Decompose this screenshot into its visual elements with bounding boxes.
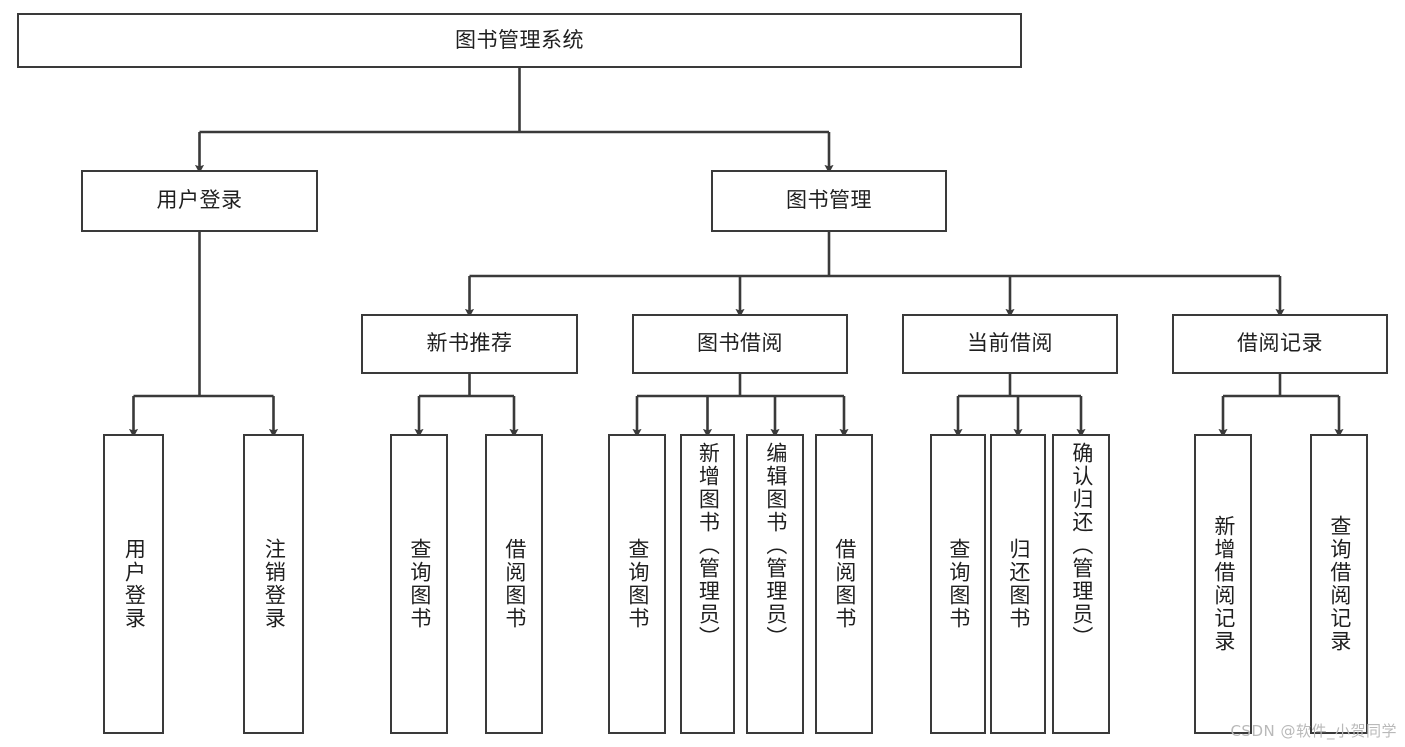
node-label-borrow-record: 借阅记录 — [1237, 331, 1323, 356]
node-leaf-add-borrow-record[interactable]: 新增借阅记录 — [1194, 434, 1252, 734]
node-label-current-borrow: 当前借阅 — [967, 331, 1053, 356]
node-leaf-confirm-return-admin[interactable]: 确认归还（管理员） — [1052, 434, 1110, 734]
node-label-leaf-borrow-book: 借阅图书 — [832, 538, 857, 630]
node-leaf-add-book-admin[interactable]: 新增图书（管理员） — [680, 434, 735, 734]
node-label-leaf-query-book-borrow: 查询图书 — [625, 538, 650, 630]
node-current-borrow[interactable]: 当前借阅 — [902, 314, 1118, 374]
node-label-leaf-query-book-current: 查询图书 — [946, 538, 971, 630]
node-label-leaf-logout-login: 注销登录 — [262, 538, 287, 630]
node-leaf-query-borrow-record[interactable]: 查询借阅记录 — [1310, 434, 1368, 734]
node-label-book-borrow: 图书借阅 — [697, 331, 783, 356]
node-borrow-record[interactable]: 借阅记录 — [1172, 314, 1388, 374]
node-label-new-book-recommend: 新书推荐 — [426, 331, 513, 356]
node-new-book-recommend[interactable]: 新书推荐 — [361, 314, 578, 374]
node-book-management[interactable]: 图书管理 — [711, 170, 947, 232]
node-label-leaf-query-book-recommend: 查询图书 — [407, 538, 432, 630]
node-label-leaf-return-book: 归还图书 — [1006, 538, 1031, 630]
node-leaf-query-book-borrow[interactable]: 查询图书 — [608, 434, 666, 734]
node-label-leaf-user-login: 用户登录 — [122, 538, 147, 630]
node-label-leaf-edit-book-admin: 编辑图书（管理员） — [763, 442, 788, 649]
node-label-root: 图书管理系统 — [455, 27, 584, 52]
node-label-leaf-query-borrow-record: 查询借阅记录 — [1327, 515, 1352, 653]
node-leaf-query-book-recommend[interactable]: 查询图书 — [390, 434, 448, 734]
node-leaf-logout-login[interactable]: 注销登录 — [243, 434, 304, 734]
node-label-leaf-add-book-admin: 新增图书（管理员） — [696, 442, 721, 649]
node-leaf-query-book-current[interactable]: 查询图书 — [930, 434, 986, 734]
node-label-leaf-add-borrow-record: 新增借阅记录 — [1211, 515, 1236, 653]
node-leaf-edit-book-admin[interactable]: 编辑图书（管理员） — [746, 434, 804, 734]
node-user-login[interactable]: 用户登录 — [81, 170, 318, 232]
node-label-book-management: 图书管理 — [786, 188, 872, 213]
node-label-leaf-confirm-return-admin: 确认归还（管理员） — [1069, 442, 1094, 649]
node-root[interactable]: 图书管理系统 — [17, 13, 1022, 68]
node-label-leaf-borrow-book-recommend: 借阅图书 — [502, 538, 527, 630]
node-label-user-login: 用户登录 — [156, 188, 243, 213]
node-leaf-user-login[interactable]: 用户登录 — [103, 434, 164, 734]
node-leaf-borrow-book-recommend[interactable]: 借阅图书 — [485, 434, 543, 734]
node-leaf-borrow-book[interactable]: 借阅图书 — [815, 434, 873, 734]
watermark-text: CSDN @软件_小贺同学 — [1230, 722, 1397, 740]
node-book-borrow[interactable]: 图书借阅 — [632, 314, 848, 374]
node-leaf-return-book[interactable]: 归还图书 — [990, 434, 1046, 734]
